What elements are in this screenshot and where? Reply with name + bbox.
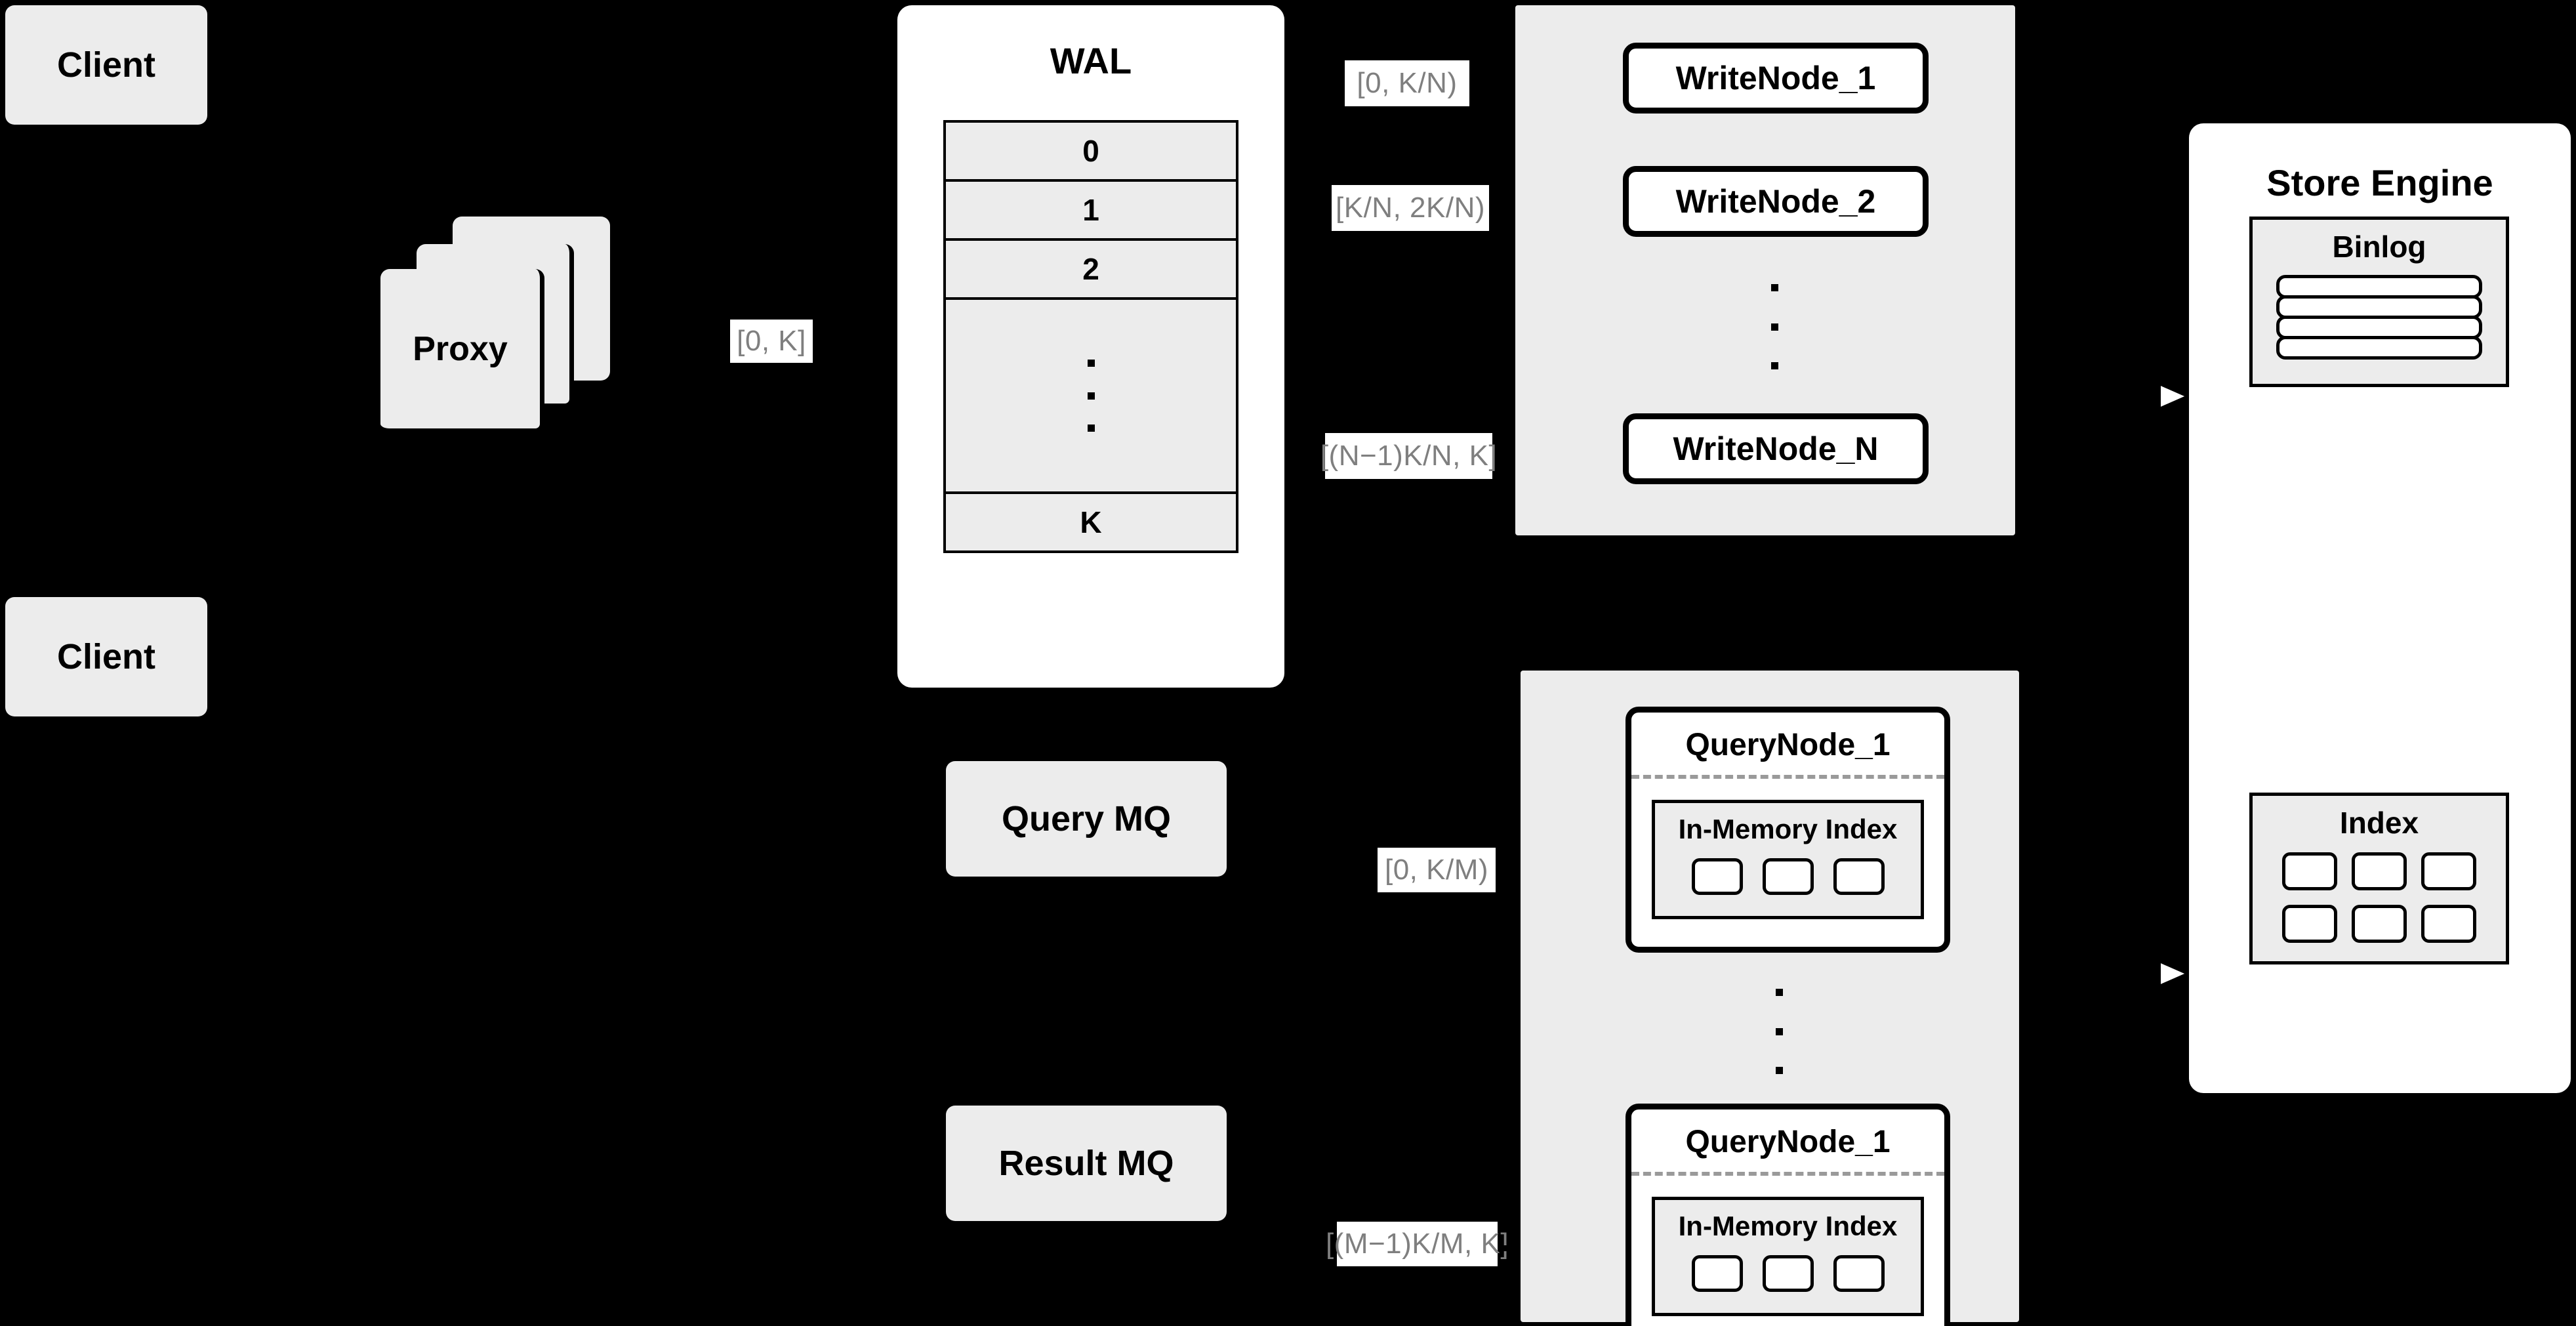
index-segment-chip[interactable] [1762,1255,1814,1292]
in-memory-index-title-m: In-Memory Index [1678,1211,1898,1241]
client-label-2: Client [56,637,155,676]
index-segment-chip[interactable] [2282,905,2337,943]
index-segment-chip[interactable] [2282,852,2337,890]
wal-panel: WAL 0 1 2 K [897,5,1284,688]
edge-label-query-node-m: [(M−1)K/M, K] [1326,1222,1509,1266]
open-arrowhead-icon [2157,378,2194,415]
edge-label-query-node-1: [0, K/M) [1378,848,1496,892]
store-engine-panel: Store Engine Binlog Index [2189,123,2571,1093]
query-mq-box[interactable]: Query MQ [946,761,1227,877]
binlog-segment-row[interactable] [2276,336,2482,360]
query-node-title-m: QueryNode_1 [1685,1125,1891,1159]
edge-label-write-node-1: [0, K/N) [1345,60,1469,106]
wal-entry-label: K [1080,505,1102,539]
in-memory-index-box-m[interactable]: In-Memory Index [1652,1197,1924,1316]
query-node-panel: QueryNode_1 In-Memory Index QueryNode_1 … [1521,671,2019,1326]
in-memory-index-box-1[interactable]: In-Memory Index [1652,800,1924,919]
edge-label-query-node-1-text: [0, K/M) [1384,854,1489,886]
write-node-box-2[interactable]: WriteNode_2 [1623,166,1929,237]
write-node-label-1: WriteNode_1 [1675,60,1876,96]
arrow-to-binlog [2119,378,2194,415]
index-segment-chip[interactable] [2421,852,2476,890]
binlog-title: Binlog [2332,230,2426,264]
query-node-divider-1 [1631,775,1944,779]
store-engine-title: Store Engine [2266,162,2493,203]
wal-entry-list: 0 1 2 K [943,120,1238,622]
edge-label-write-node-2: [K/N, 2K/N) [1332,185,1489,231]
edge-label-write-node-n: [(N−1)K/N, K] [1320,433,1497,479]
index-segment-chip[interactable] [2352,905,2407,943]
wal-entry-row[interactable]: 1 [943,179,1238,241]
edge-label-write-node-2-text: [K/N, 2K/N) [1336,192,1485,224]
index-segment-chip[interactable] [1691,1255,1743,1292]
query-node-box-m[interactable]: QueryNode_1 In-Memory Index [1625,1104,1950,1326]
write-node-label-2: WriteNode_2 [1675,183,1876,220]
edge-label-write-node-n-text: [(N−1)K/N, K] [1320,440,1498,472]
index-box[interactable]: Index [2249,793,2509,964]
wal-entry-label: 1 [1082,193,1099,227]
write-node-panel: WriteNode_1 WriteNode_2 WriteNode_N [1515,5,2015,535]
edge-label-query-node-m-text: [(M−1)K/M, K] [1325,1228,1509,1260]
wal-entry-row[interactable]: 0 [943,120,1238,182]
index-segment-chip[interactable] [1762,858,1814,895]
open-arrowhead-icon [2157,955,2194,992]
wal-entry-ellipsis-row [943,297,1238,494]
write-node-box-n[interactable]: WriteNode_N [1623,413,1929,484]
write-node-box-1[interactable]: WriteNode_1 [1623,43,1929,114]
query-mq-label: Query MQ [1001,799,1172,839]
in-memory-index-segments-m [1691,1255,1885,1292]
wal-vertical-ellipsis-icon [1087,360,1095,432]
binlog-box[interactable]: Binlog [2249,217,2509,387]
edge-label-proxy-to-wal: [0, K] [730,320,813,363]
client-box-2[interactable]: Client [5,597,207,716]
edge-label-proxy-to-wal-text: [0, K] [737,325,806,357]
index-segment-chip[interactable] [1833,1255,1885,1292]
write-node-label-n: WriteNode_N [1673,430,1879,467]
index-segment-chip[interactable] [2421,905,2476,943]
in-memory-index-title-1: In-Memory Index [1678,814,1898,844]
index-title: Index [2339,806,2419,840]
proxy-stack[interactable]: Proxy [380,217,617,433]
client-label-1: Client [56,45,155,85]
index-segment-chip[interactable] [2352,852,2407,890]
index-segment-chip[interactable] [1691,858,1743,895]
index-segment-grid [2282,852,2476,943]
query-node-divider-m [1631,1172,1944,1176]
write-node-vertical-ellipsis-icon [1770,284,1778,369]
wal-entry-row[interactable]: K [943,491,1238,553]
wal-entry-label: 0 [1082,134,1099,168]
proxy-label: Proxy [413,329,508,368]
binlog-segment-list [2276,275,2482,360]
arrow-to-index [2119,955,2194,992]
query-node-box-1[interactable]: QueryNode_1 In-Memory Index [1625,707,1950,953]
client-box-1[interactable]: Client [5,5,207,125]
result-mq-label: Result MQ [998,1144,1174,1183]
proxy-card-front[interactable]: Proxy [380,269,544,433]
result-mq-box[interactable]: Result MQ [946,1106,1227,1221]
query-node-vertical-ellipsis-icon [1775,989,1783,1074]
wal-title: WAL [1050,40,1132,81]
index-segment-chip[interactable] [1833,858,1885,895]
wal-entry-label: 2 [1082,252,1099,286]
in-memory-index-segments-1 [1691,858,1885,895]
edge-label-write-node-1-text: [0, K/N) [1357,67,1458,99]
wal-entry-row[interactable]: 2 [943,238,1238,300]
query-node-title-1: QueryNode_1 [1685,728,1891,762]
